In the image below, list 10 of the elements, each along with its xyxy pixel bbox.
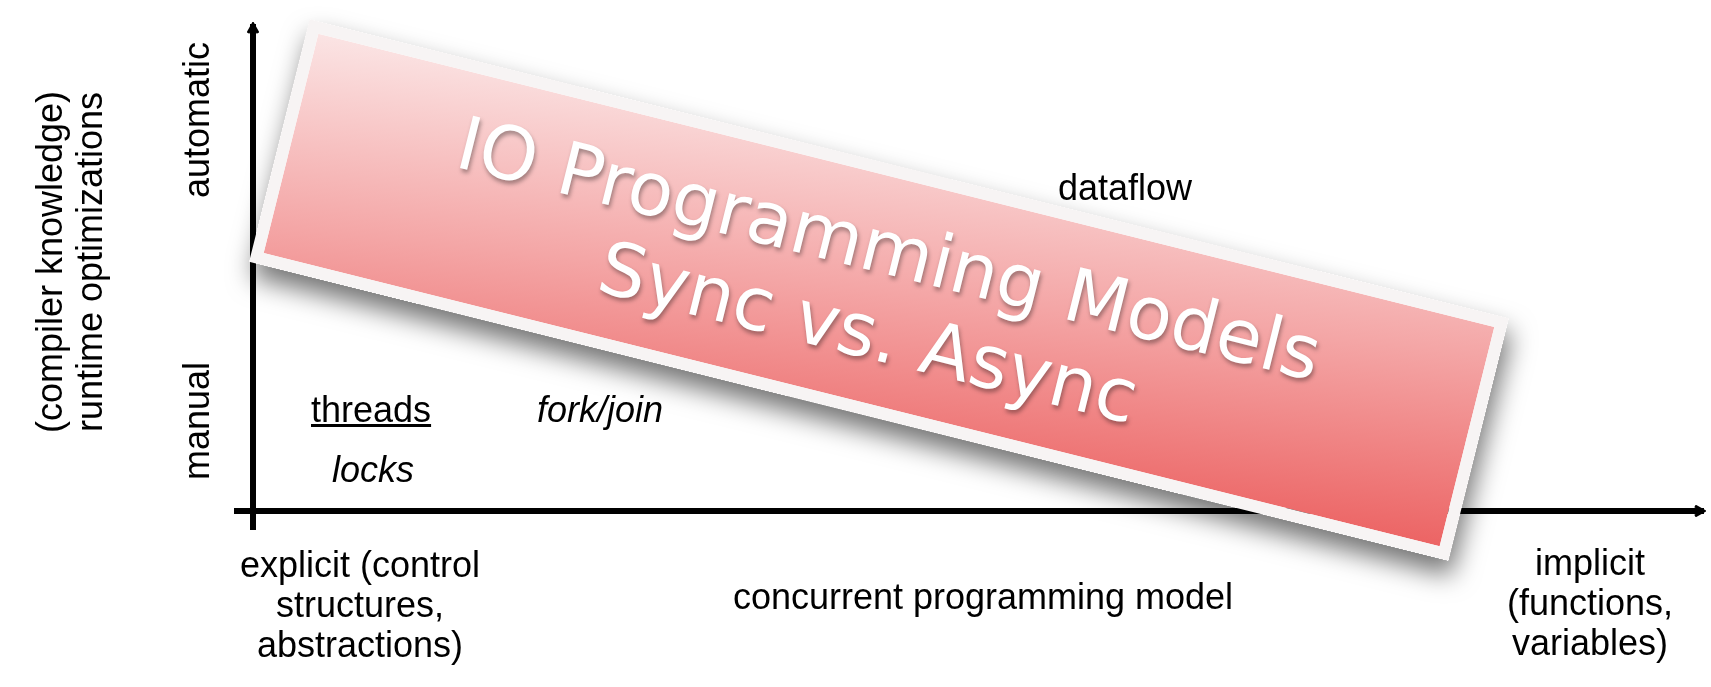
axis-tick-label: explicit (control structures, abstractions) [238,545,482,665]
axis-tick-label: automatic [177,40,217,201]
model-label: dataflow [1056,168,1194,208]
axis-tick-label: implicit (functions, variables) [1505,543,1675,663]
axis-title: (compiler knowledge) runtime optimizations [30,89,110,436]
model-label: threads [311,390,432,430]
model-label: locks [331,450,415,490]
model-label: fork/join [535,390,665,430]
axis-tick-label: manual [177,360,217,483]
axis-title: concurrent programming model [731,577,1235,617]
